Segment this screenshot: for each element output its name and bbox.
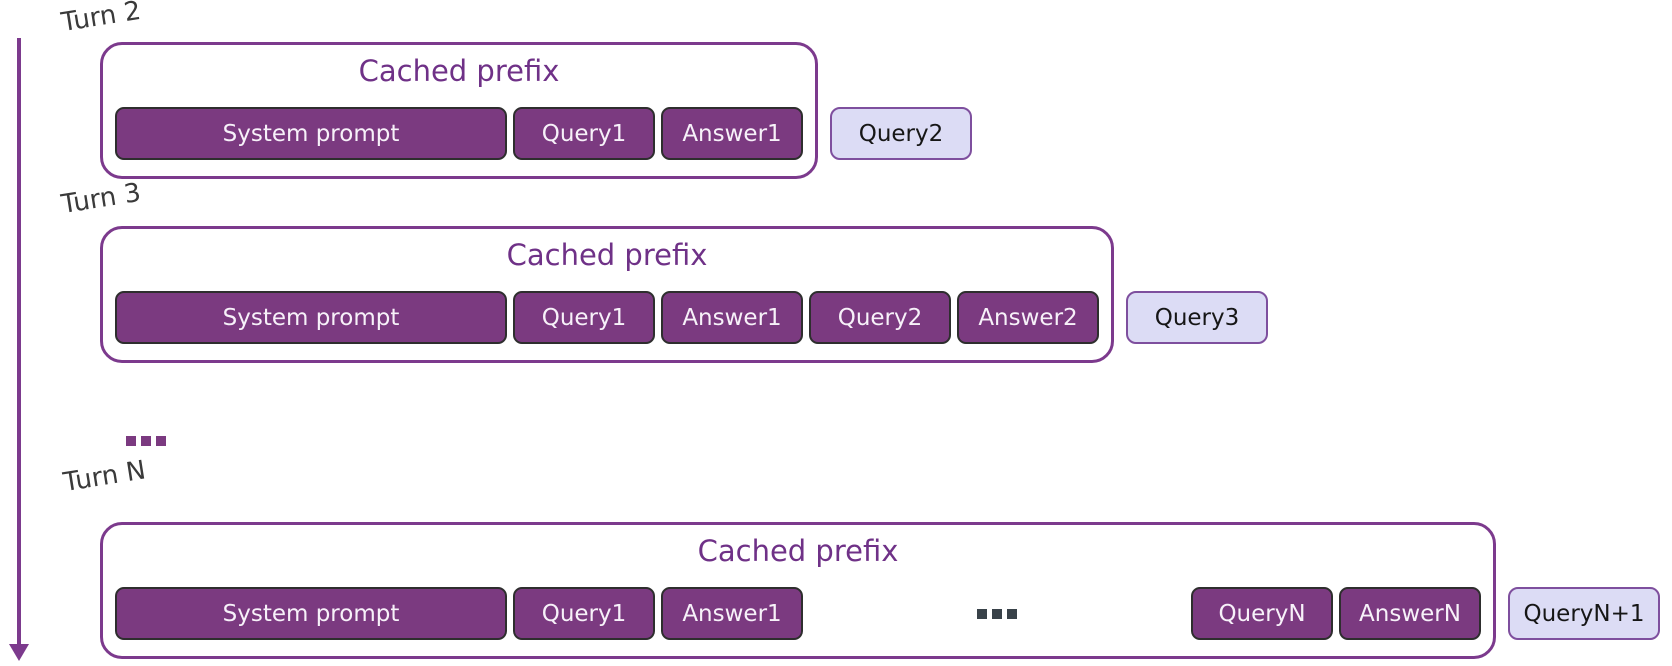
token-blocks-row: System prompt Query1 Answer1 Query2 Answ… bbox=[115, 291, 1099, 344]
pending-query2-block: Query2 bbox=[830, 107, 972, 160]
token-blocks-row: System prompt Query1 Answer1 bbox=[115, 107, 803, 160]
token-block-query1: Query1 bbox=[513, 291, 655, 344]
token-blocks-row: System prompt Query1 Answer1 QueryN Answ… bbox=[115, 587, 1481, 640]
cached-prefix-box-turn-2: Cached prefix System prompt Query1 Answe… bbox=[100, 42, 818, 179]
inner-ellipsis-icon bbox=[977, 608, 1017, 619]
cached-prefix-box-turn-n: Cached prefix System prompt Query1 Answe… bbox=[100, 522, 1496, 659]
cached-prefix-title: Cached prefix bbox=[697, 534, 899, 568]
token-block-system-prompt: System prompt bbox=[115, 587, 507, 640]
between-turns-ellipsis-icon bbox=[126, 436, 166, 446]
token-block-query2: Query2 bbox=[809, 291, 951, 344]
token-block-system-prompt: System prompt bbox=[115, 107, 507, 160]
token-block-answern: AnswerN bbox=[1339, 587, 1481, 640]
timeline-arrow bbox=[17, 38, 21, 646]
token-block-query1: Query1 bbox=[513, 107, 655, 160]
cached-prefix-box-turn-3: Cached prefix System prompt Query1 Answe… bbox=[100, 226, 1114, 363]
cached-prefix-title: Cached prefix bbox=[506, 238, 708, 272]
pending-queryn1-block: QueryN+1 bbox=[1508, 587, 1660, 640]
token-block-system-prompt: System prompt bbox=[115, 291, 507, 344]
token-block-answer1: Answer1 bbox=[661, 107, 803, 160]
omitted-turns-spacer bbox=[809, 587, 1185, 640]
turn-3-label: Turn 3 bbox=[59, 177, 143, 220]
token-block-queryn: QueryN bbox=[1191, 587, 1333, 640]
token-block-query1: Query1 bbox=[513, 587, 655, 640]
token-block-answer1: Answer1 bbox=[661, 587, 803, 640]
token-block-answer1: Answer1 bbox=[661, 291, 803, 344]
turn-2-label: Turn 2 bbox=[59, 0, 143, 39]
pending-query3-block: Query3 bbox=[1126, 291, 1268, 344]
cached-prefix-title: Cached prefix bbox=[358, 54, 560, 88]
timeline-arrow-head-icon bbox=[9, 644, 29, 661]
turn-n-label: Turn N bbox=[61, 455, 148, 498]
token-block-answer2: Answer2 bbox=[957, 291, 1099, 344]
